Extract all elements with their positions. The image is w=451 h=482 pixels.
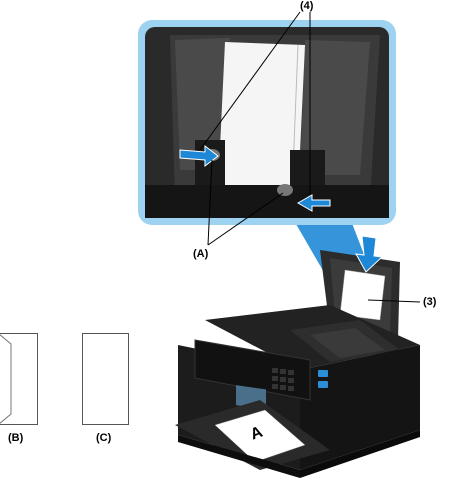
label-envelope-c: (C) <box>96 432 112 444</box>
keypad <box>272 368 294 391</box>
insert-arrow <box>355 235 384 273</box>
printed-sheet <box>214 409 306 463</box>
paper-support-left <box>175 38 230 170</box>
envelope-b <box>0 333 38 425</box>
envelope-c <box>82 333 129 425</box>
label-paper-stack: (3) <box>423 296 437 308</box>
printer-side <box>300 345 420 470</box>
paper-support-right <box>300 40 370 175</box>
tray-base <box>145 185 389 218</box>
label-guides: (4) <box>300 0 314 12</box>
zoom-paper <box>218 42 305 195</box>
label-tab: (A) <box>193 248 209 260</box>
printer-paper <box>339 269 386 321</box>
start-button-bottom <box>318 381 328 388</box>
arrow-right-guide <box>296 194 331 212</box>
label-envelope-b: (B) <box>8 432 24 444</box>
right-guide-tab <box>277 184 293 196</box>
start-button-top <box>318 370 328 377</box>
